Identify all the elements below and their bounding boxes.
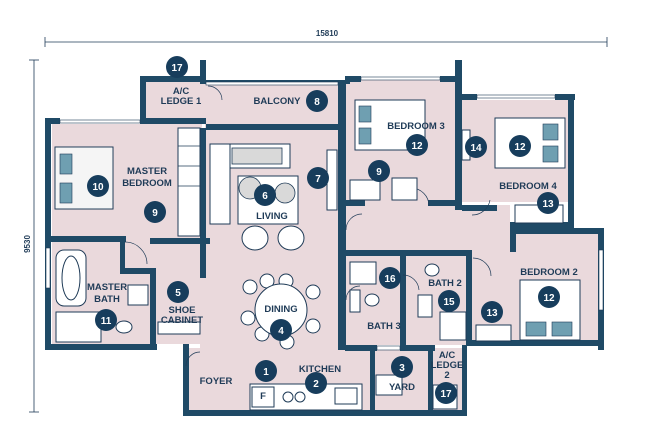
marker-badge: 1 — [255, 360, 277, 382]
svg-text:8: 8 — [314, 97, 320, 108]
marker-badge: 17 — [435, 382, 457, 404]
ac-ledge-1-label: LEDGE 1 — [161, 96, 202, 107]
master-bath-fixtures — [55, 249, 149, 343]
marker-badge: 8 — [306, 90, 328, 112]
marker-badge: 6 — [254, 184, 276, 206]
bedroom-4-label: BEDROOM 4 — [499, 181, 557, 192]
shoe-cabinet-label: CABINET — [161, 315, 203, 326]
height-dimension: 9530 — [23, 59, 39, 413]
marker-badge: 16 — [379, 267, 401, 289]
room-labels: MASTER BEDROOM MASTER BATH A/C LEDGE 1 B… — [87, 86, 578, 402]
svg-text:16: 16 — [384, 274, 396, 285]
svg-text:14: 14 — [470, 143, 482, 154]
svg-text:9: 9 — [152, 208, 158, 219]
svg-text:13: 13 — [486, 308, 498, 319]
svg-text:2: 2 — [313, 379, 319, 390]
legend-markers: 17 8 10 9 6 7 5 4 11 1 2 3 17 12 9 14 12… — [87, 56, 560, 404]
marker-badge: 14 — [465, 136, 487, 158]
master-wardrobe — [177, 127, 201, 237]
marker-badge: 13 — [481, 301, 503, 323]
foyer-label: FOYER — [200, 376, 233, 387]
ac-ledge-2-label: 2 — [444, 370, 449, 381]
windows — [45, 76, 604, 351]
svg-text:13: 13 — [542, 199, 554, 210]
bedroom-2-desk — [475, 324, 512, 342]
svg-text:11: 11 — [101, 316, 112, 327]
width-dimension-label: 15810 — [316, 29, 339, 38]
svg-text:15: 15 — [443, 297, 455, 308]
svg-text:17: 17 — [171, 63, 183, 74]
bedroom-3-label: BEDROOM 3 — [387, 121, 445, 132]
marker-badge: 12 — [538, 286, 560, 308]
master-bedroom-label: BEDROOM — [122, 178, 172, 189]
svg-text:12: 12 — [543, 293, 555, 304]
svg-text:5: 5 — [175, 288, 181, 299]
marker-badge: 10 — [87, 175, 109, 197]
yard-label: YARD — [389, 382, 415, 393]
master-bath-label: BATH — [94, 294, 120, 305]
balcony-label: BALCONY — [254, 96, 302, 107]
svg-text:4: 4 — [278, 326, 284, 337]
marker-badge: 7 — [307, 167, 329, 189]
marker-badge: 13 — [537, 192, 559, 214]
dining-set — [240, 273, 321, 350]
bedroom-3-desk — [349, 177, 418, 201]
svg-text:9: 9 — [376, 167, 382, 178]
marker-badge: 3 — [391, 356, 413, 378]
fridge-label: F — [260, 391, 266, 402]
ac-ledge-2-label: LEDGE — [431, 360, 464, 371]
marker-badge: 11 — [95, 309, 117, 331]
bedroom-2-label: BEDROOM 2 — [520, 267, 578, 278]
kitchen-counter — [249, 383, 363, 411]
svg-text:7: 7 — [315, 174, 321, 185]
living-sofa — [209, 143, 291, 225]
bath-3-fixtures — [349, 261, 380, 313]
ac-ledge-1-label: A/C — [173, 86, 190, 97]
master-bath-label: MASTER — [87, 282, 127, 293]
doors — [124, 85, 492, 367]
svg-text:12: 12 — [411, 141, 423, 152]
shoe-cabinet-label: SHOE — [169, 305, 196, 316]
dining-label: DINING — [264, 304, 297, 315]
svg-text:17: 17 — [440, 389, 452, 400]
bath-2-fixtures — [417, 263, 467, 341]
kitchen-label: KITCHEN — [299, 364, 341, 375]
svg-text:10: 10 — [92, 182, 104, 193]
living-label: LIVING — [256, 211, 288, 222]
living-armchairs — [241, 225, 305, 251]
master-bedroom-label: MASTER — [127, 166, 167, 177]
bath-3-label: BATH 3 — [367, 321, 401, 332]
shoe-cabinet-unit — [157, 321, 201, 335]
marker-badge: 2 — [305, 372, 327, 394]
marker-badge: 9 — [144, 201, 166, 223]
marker-badge: 9 — [368, 160, 390, 182]
svg-text:12: 12 — [514, 142, 526, 153]
marker-badge: 15 — [438, 290, 460, 312]
marker-badge: 17 — [166, 56, 188, 78]
marker-badge: 5 — [167, 281, 189, 303]
marker-badge: 4 — [270, 319, 292, 341]
marker-badge: 12 — [509, 135, 531, 157]
svg-text:3: 3 — [399, 363, 405, 374]
bath-2-label: BATH 2 — [428, 278, 462, 289]
svg-text:6: 6 — [262, 191, 268, 202]
ac-ledge-2-label: A/C — [439, 350, 456, 361]
svg-text:1: 1 — [263, 367, 269, 378]
height-dimension-label: 9530 — [23, 235, 32, 253]
width-dimension: 15810 — [44, 29, 608, 47]
marker-badge: 12 — [406, 134, 428, 156]
